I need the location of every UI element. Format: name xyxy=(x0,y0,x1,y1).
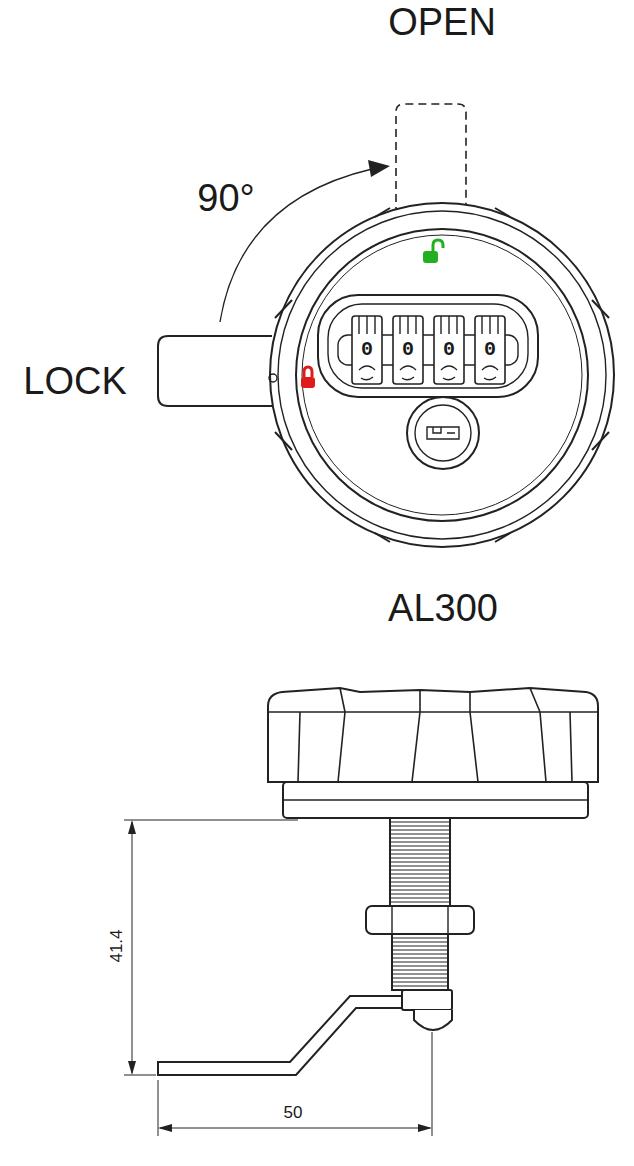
dial-wheels xyxy=(352,316,505,384)
dial-window xyxy=(318,295,538,397)
hex-nut xyxy=(366,906,474,934)
lock-head-side xyxy=(268,688,598,782)
screw-head xyxy=(414,1010,452,1030)
lock-body xyxy=(270,203,614,547)
cam-arm xyxy=(158,996,440,1075)
dimension-lines xyxy=(124,820,432,1136)
position-label: LOCK xyxy=(23,362,126,400)
lock-handle xyxy=(158,336,272,406)
lock-icon xyxy=(301,367,315,388)
dial-digit: 0 xyxy=(400,340,416,360)
dimension-value: 41.4 xyxy=(108,929,125,962)
dial-digit: 0 xyxy=(441,340,457,360)
model-name: AL300 xyxy=(388,589,498,627)
arc-arrowhead xyxy=(368,160,390,177)
key-cylinder xyxy=(407,397,479,469)
grip-notches xyxy=(275,208,609,542)
threaded-shaft xyxy=(390,818,450,906)
dimension-value: 50 xyxy=(284,1104,303,1121)
base-ring xyxy=(283,782,588,818)
dimension-arrows xyxy=(128,820,432,1132)
dial-digit: 0 xyxy=(359,340,375,360)
angle-label: 90° xyxy=(197,179,254,217)
view-title: OPEN xyxy=(388,3,496,41)
dial-ridges xyxy=(359,316,498,380)
unlock-icon xyxy=(423,240,443,263)
open-handle xyxy=(396,104,466,215)
dial-digit: 0 xyxy=(482,340,498,360)
